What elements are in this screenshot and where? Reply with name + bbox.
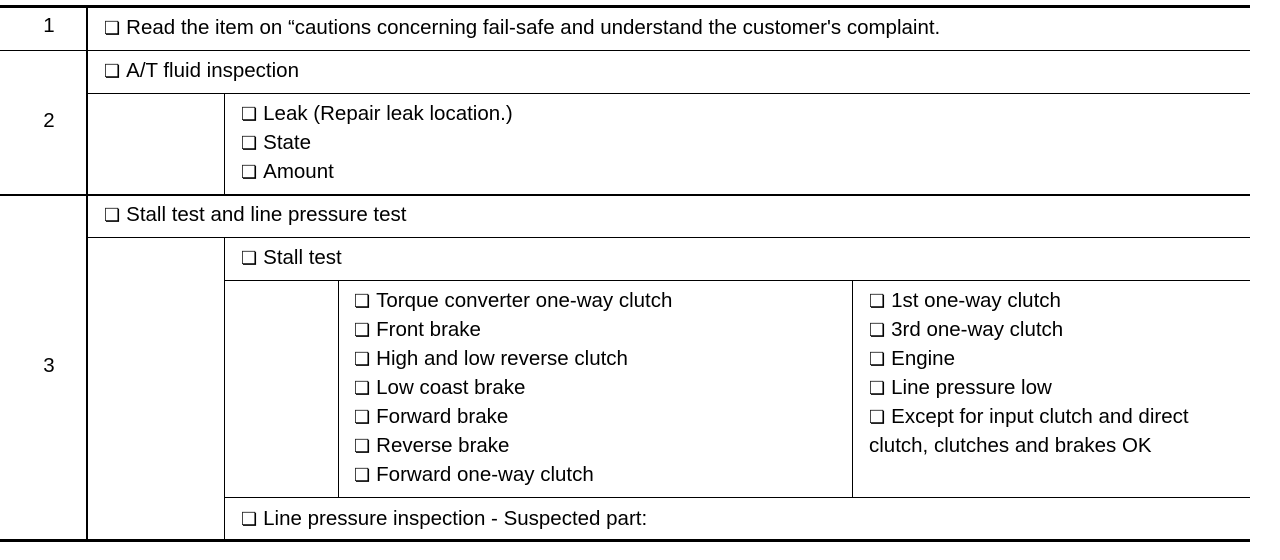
- row3-header: ❏Stall test and line pressure test: [104, 203, 407, 226]
- checkbox-icon: ❏: [241, 509, 258, 529]
- stall-right-item-except: ❏Except for input clutch and direct: [869, 405, 1189, 428]
- rule-r2-header-bottom: [86, 93, 1250, 94]
- checkbox-icon: ❏: [869, 378, 886, 398]
- checkbox-icon: ❏: [354, 349, 371, 369]
- checkbox-icon: ❏: [241, 104, 258, 124]
- stall-right-item: ❏Line pressure low: [869, 376, 1052, 399]
- stall-left-item: ❏Front brake: [354, 318, 481, 341]
- row2-item-leak: ❏Leak (Repair leak location.): [241, 102, 513, 125]
- rule-bottom: [0, 539, 1250, 542]
- row-number-1: 1: [43, 14, 55, 37]
- rule-r2-indent: [224, 93, 225, 195]
- checkbox-icon: ❏: [104, 18, 121, 38]
- checkbox-icon: ❏: [241, 162, 258, 182]
- row2-header: ❏A/T fluid inspection: [104, 59, 299, 82]
- checkbox-icon: ❏: [354, 465, 371, 485]
- row1-text: ❏Read the item on “cautions concerning f…: [104, 16, 941, 39]
- checkbox-icon: ❏: [241, 133, 258, 153]
- row-number-3: 3: [43, 354, 55, 377]
- checkbox-icon: ❏: [869, 320, 886, 340]
- stall-right-item-except-continued: clutch, clutches and brakes OK: [869, 434, 1152, 457]
- rule-stall-grid-bottom: [224, 497, 1250, 498]
- checkbox-icon: ❏: [354, 436, 371, 456]
- stall-left-item: ❏Forward one-way clutch: [354, 463, 594, 486]
- checkbox-icon: ❏: [104, 205, 121, 225]
- rule-r3-indent: [224, 237, 225, 542]
- stall-left-item: ❏Reverse brake: [354, 434, 510, 457]
- rule-r2-bottom: [0, 194, 1250, 196]
- rule-stall-split: [852, 280, 853, 498]
- line-pressure-inspection: ❏Line pressure inspection - Suspected pa…: [241, 507, 648, 530]
- checkbox-icon: ❏: [869, 407, 886, 427]
- checkbox-icon: ❏: [354, 291, 371, 311]
- rule-stall-header-bottom: [224, 280, 1250, 281]
- stall-right-item: ❏3rd one-way clutch: [869, 318, 1064, 341]
- stall-test-header: ❏Stall test: [241, 246, 342, 269]
- checkbox-icon: ❏: [354, 407, 371, 427]
- stall-left-item: ❏High and low reverse clutch: [354, 347, 628, 370]
- stall-right-item: ❏Engine: [869, 347, 955, 370]
- rule-stall-indent: [338, 280, 339, 498]
- checkbox-icon: ❏: [869, 349, 886, 369]
- rule-r3-header-bottom: [86, 237, 1250, 238]
- rule-top: [0, 5, 1250, 8]
- rule-r1-bottom: [0, 50, 1250, 51]
- checkbox-icon: ❏: [869, 291, 886, 311]
- stall-right-item: ❏1st one-way clutch: [869, 289, 1061, 312]
- row2-item-state: ❏State: [241, 131, 312, 154]
- checkbox-icon: ❏: [354, 320, 371, 340]
- checkbox-icon: ❏: [354, 378, 371, 398]
- rule-col-number: [86, 5, 88, 542]
- stall-left-item: ❏Low coast brake: [354, 376, 526, 399]
- checkbox-icon: ❏: [241, 248, 258, 268]
- stall-left-item: ❏Forward brake: [354, 405, 509, 428]
- row-number-2: 2: [43, 109, 55, 132]
- stall-left-item: ❏Torque converter one-way clutch: [354, 289, 673, 312]
- checkbox-icon: ❏: [104, 61, 121, 81]
- row2-item-amount: ❏Amount: [241, 160, 334, 183]
